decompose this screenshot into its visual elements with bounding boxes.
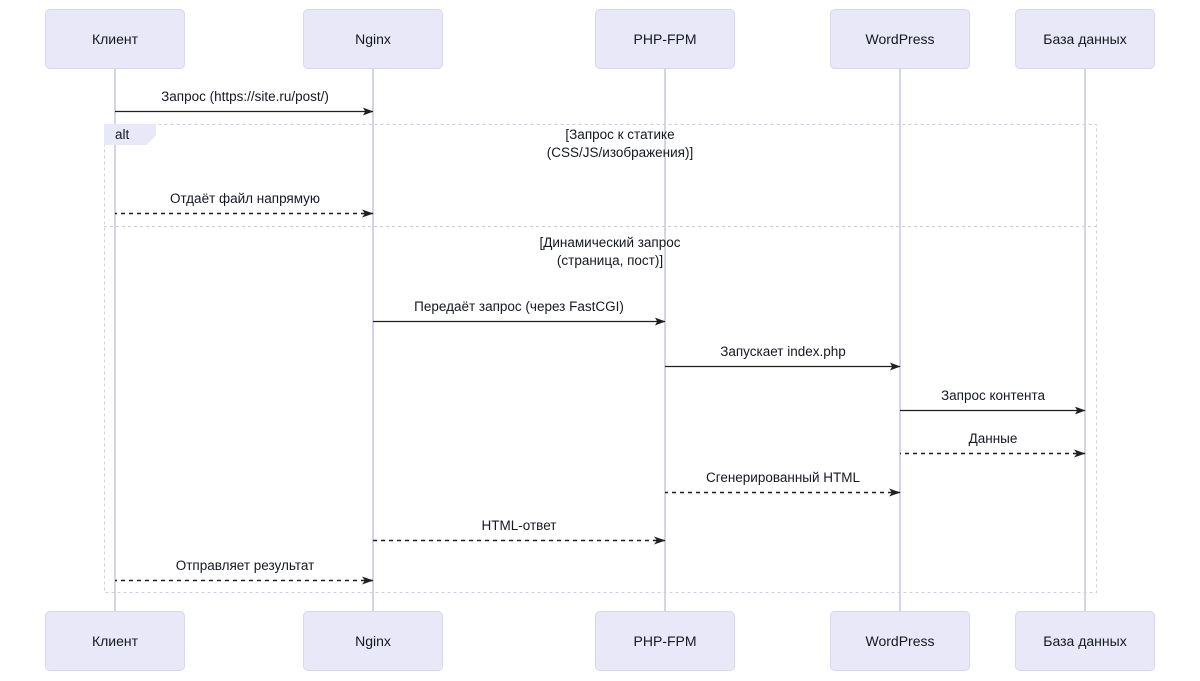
participant-label: WordPress [865,633,935,649]
message-label-m6: Данные [968,431,1018,446]
lifelines-group [114,69,1086,611]
message-label-m9: Отправляет результат [175,558,315,573]
message-arrows-group [115,107,1086,585]
participant-label: PHP-FPM [633,633,697,649]
alt-frame-border [104,124,1097,593]
message-label-m3: Передаёт запрос (через FastCGI) [414,299,624,314]
message-label-m4: Запускает index.php [720,344,846,359]
participant-nginx-bottom[interactable]: Nginx [303,611,443,671]
message-label-m2: Отдаёт файл напрямую [169,191,321,206]
message-label-m7: Сгенерированный HTML [705,470,861,485]
alt-fragment-frame [104,124,1097,593]
participant-label: Nginx [355,31,391,47]
message-label-m5: Запрос контента [940,388,1046,403]
message-label-m8: HTML-ответ [481,518,557,533]
alt-fragment-tag: alt [104,124,156,145]
participant-label: База данных [1043,633,1127,649]
participant-label: PHP-FPM [633,31,697,47]
participant-client-top[interactable]: Клиент [45,9,185,69]
alt-condition-2: [Динамический запрос (страница, пост)] [539,235,681,268]
message-label-m1: Запрос (https://site.ru/post/) [161,89,329,104]
alt-condition-1: [Запрос к статике (CSS/JS/изображения)] [546,127,694,160]
participant-nginx-top[interactable]: Nginx [303,9,443,69]
participant-label: База данных [1043,31,1127,47]
participant-phpfpm-bottom[interactable]: PHP-FPM [595,611,735,671]
participant-client-bottom[interactable]: Клиент [45,611,185,671]
participant-label: WordPress [865,31,935,47]
participant-label: Клиент [91,633,139,649]
participant-db-bottom[interactable]: База данных [1015,611,1155,671]
participant-wp-top[interactable]: WordPress [830,9,970,69]
participant-label: Nginx [355,633,391,649]
participant-phpfpm-top[interactable]: PHP-FPM [595,9,735,69]
participant-db-top[interactable]: База данных [1015,9,1155,69]
participant-wp-bottom[interactable]: WordPress [830,611,970,671]
participant-label: Клиент [91,31,139,47]
